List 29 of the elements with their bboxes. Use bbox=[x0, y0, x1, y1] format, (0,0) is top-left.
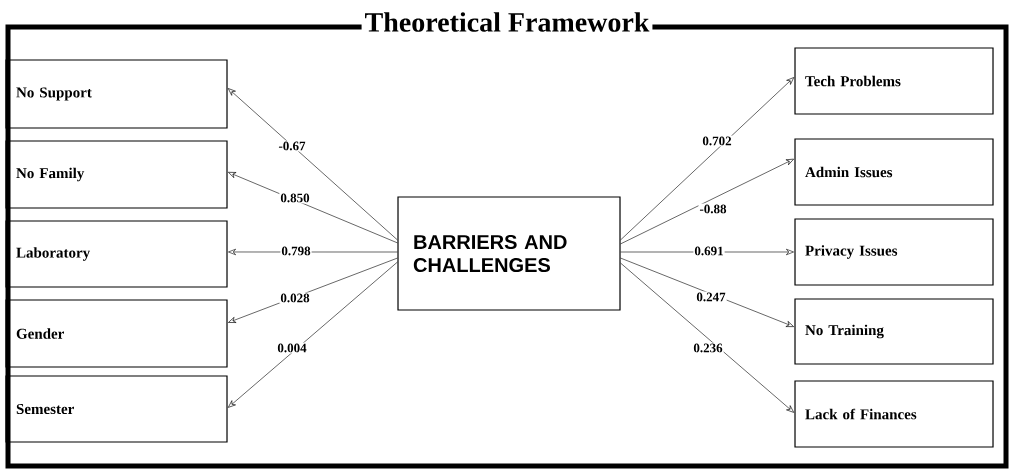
title: Theoretical Framework bbox=[361, 11, 653, 33]
edge-label: 0.691 bbox=[693, 245, 725, 257]
edge-label: 0.798 bbox=[280, 245, 312, 257]
factor-box: Admin Issues bbox=[794, 138, 994, 206]
edge-label: -0.67 bbox=[277, 140, 307, 152]
edge-label: 0.004 bbox=[276, 342, 308, 354]
arrow bbox=[227, 261, 398, 408]
factor-box: Privacy Issues bbox=[794, 218, 994, 286]
factor-box: Semester bbox=[5, 375, 228, 443]
arrow bbox=[620, 262, 795, 413]
center-box: BARRIERS AND CHALLENGES bbox=[397, 196, 621, 311]
edge-label: 0.028 bbox=[279, 292, 311, 304]
factor-box: No Training bbox=[794, 298, 994, 365]
factor-box: Lack of Finances bbox=[794, 380, 994, 448]
arrow bbox=[620, 77, 795, 241]
edge-label: 0.850 bbox=[279, 192, 311, 204]
edge-label: 0.702 bbox=[701, 135, 733, 147]
factor-box: No Support bbox=[5, 59, 228, 129]
arrow bbox=[228, 172, 398, 244]
arrow bbox=[227, 88, 398, 241]
factor-box: Gender bbox=[5, 299, 228, 368]
factor-box: No Family bbox=[5, 140, 228, 209]
arrow bbox=[620, 257, 794, 327]
arrow bbox=[620, 158, 794, 245]
edge-label: 0.247 bbox=[695, 291, 727, 303]
factor-box: Tech Problems bbox=[794, 47, 994, 115]
edge-label: 0.236 bbox=[692, 342, 724, 354]
factor-box: Laboratory bbox=[5, 220, 228, 288]
edge-label: -0.88 bbox=[698, 203, 728, 215]
